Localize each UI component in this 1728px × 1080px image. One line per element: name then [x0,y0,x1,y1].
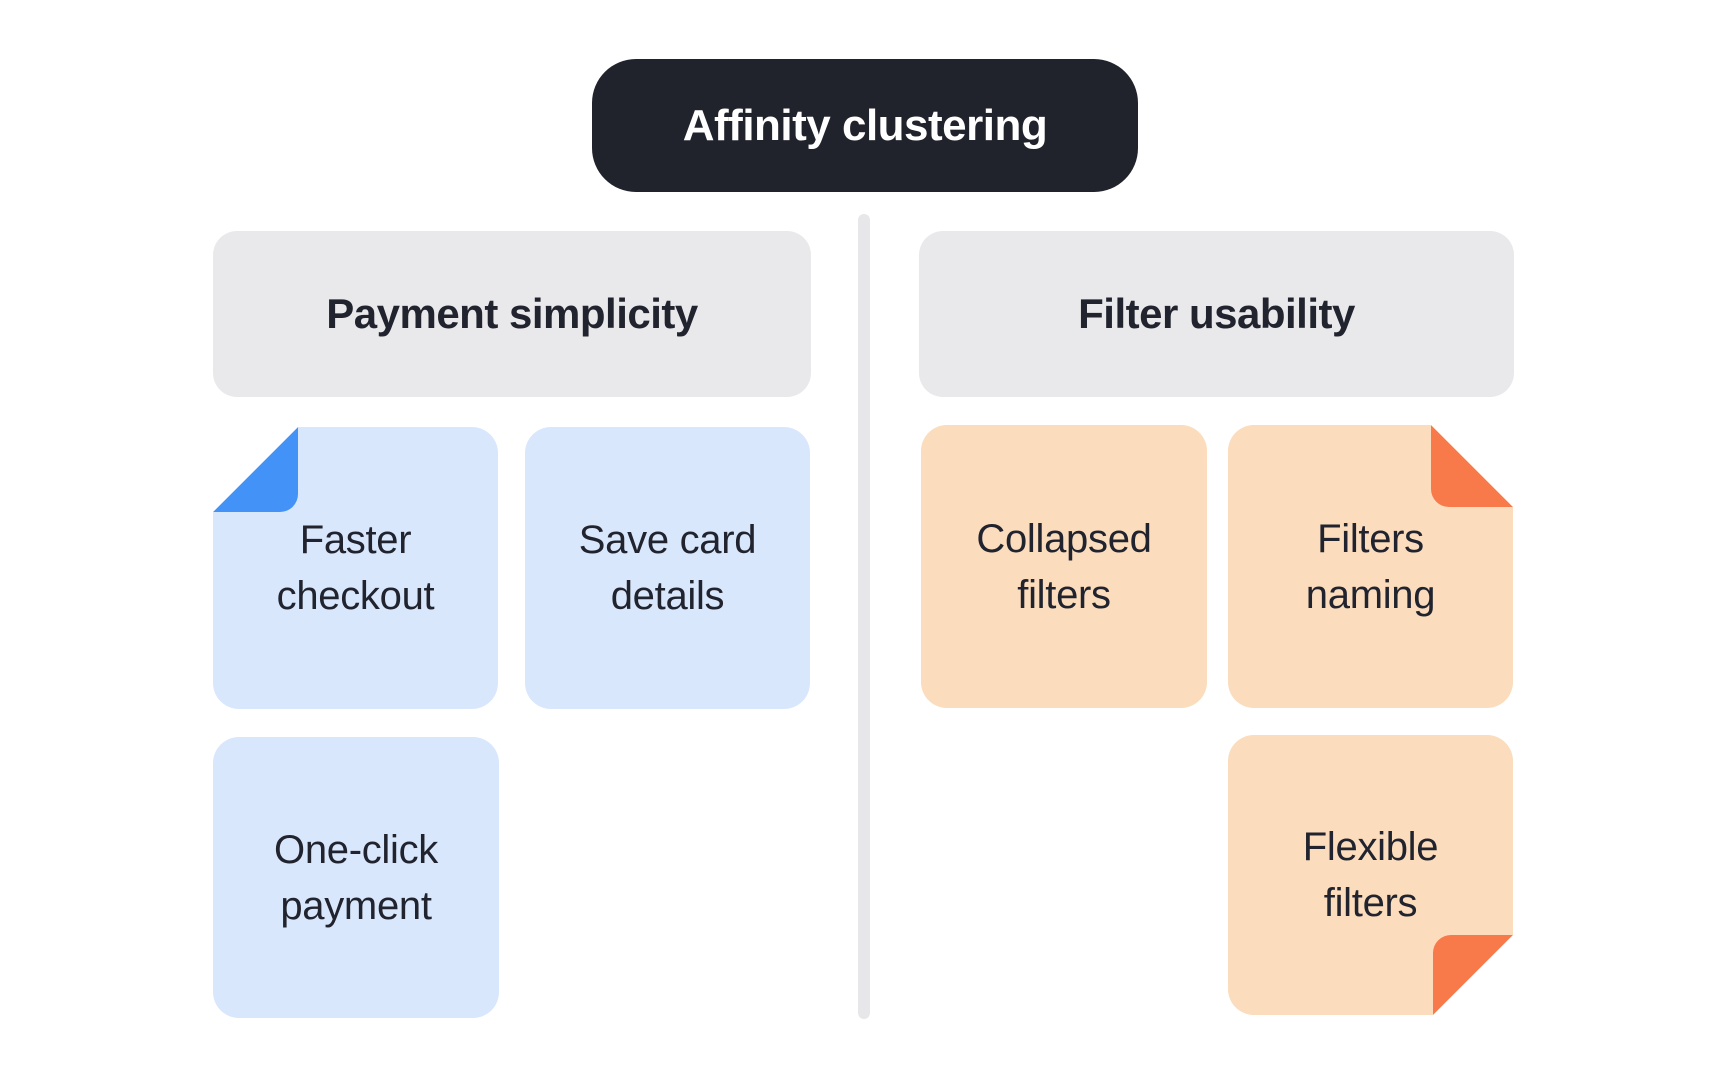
affinity-clustering-title-badge[interactable]: Affinity clustering [592,59,1138,192]
sticky-note-text: Flexible filters [1302,825,1439,925]
sticky-note-one-click-payment[interactable]: One-click payment [213,737,499,1018]
folded-corner-top-left [213,427,298,512]
group-header-label: Payment simplicity [326,290,698,337]
folded-corner-bottom-right [1433,935,1513,1015]
sticky-note-save-card-details[interactable]: Save card details [525,427,810,709]
sticky-note-text: One-click payment [274,827,438,928]
sticky-note-flexible-filters[interactable]: Flexible filters [1228,735,1513,1015]
sticky-note-text: Faster checkout [276,518,435,618]
sticky-note-text: Filters naming [1305,516,1436,617]
group-header-filter-usability[interactable]: Filter usability [919,231,1514,397]
sticky-note-collapsed-filters[interactable]: Collapsed filters [921,425,1207,708]
folded-corner-top-right [1431,425,1513,507]
sticky-note-faster-checkout[interactable]: Faster checkout [213,427,498,709]
sticky-note-text: Save card details [578,518,757,618]
title-badge-label: Affinity clustering [682,100,1048,150]
group-header-payment-simplicity[interactable]: Payment simplicity [213,231,811,397]
group-header-label: Filter usability [1078,290,1355,337]
sticky-note-filters-naming[interactable]: Filters naming [1228,425,1513,708]
sticky-note-text: Collapsed filters [976,516,1152,617]
group-divider-line [858,214,870,1019]
